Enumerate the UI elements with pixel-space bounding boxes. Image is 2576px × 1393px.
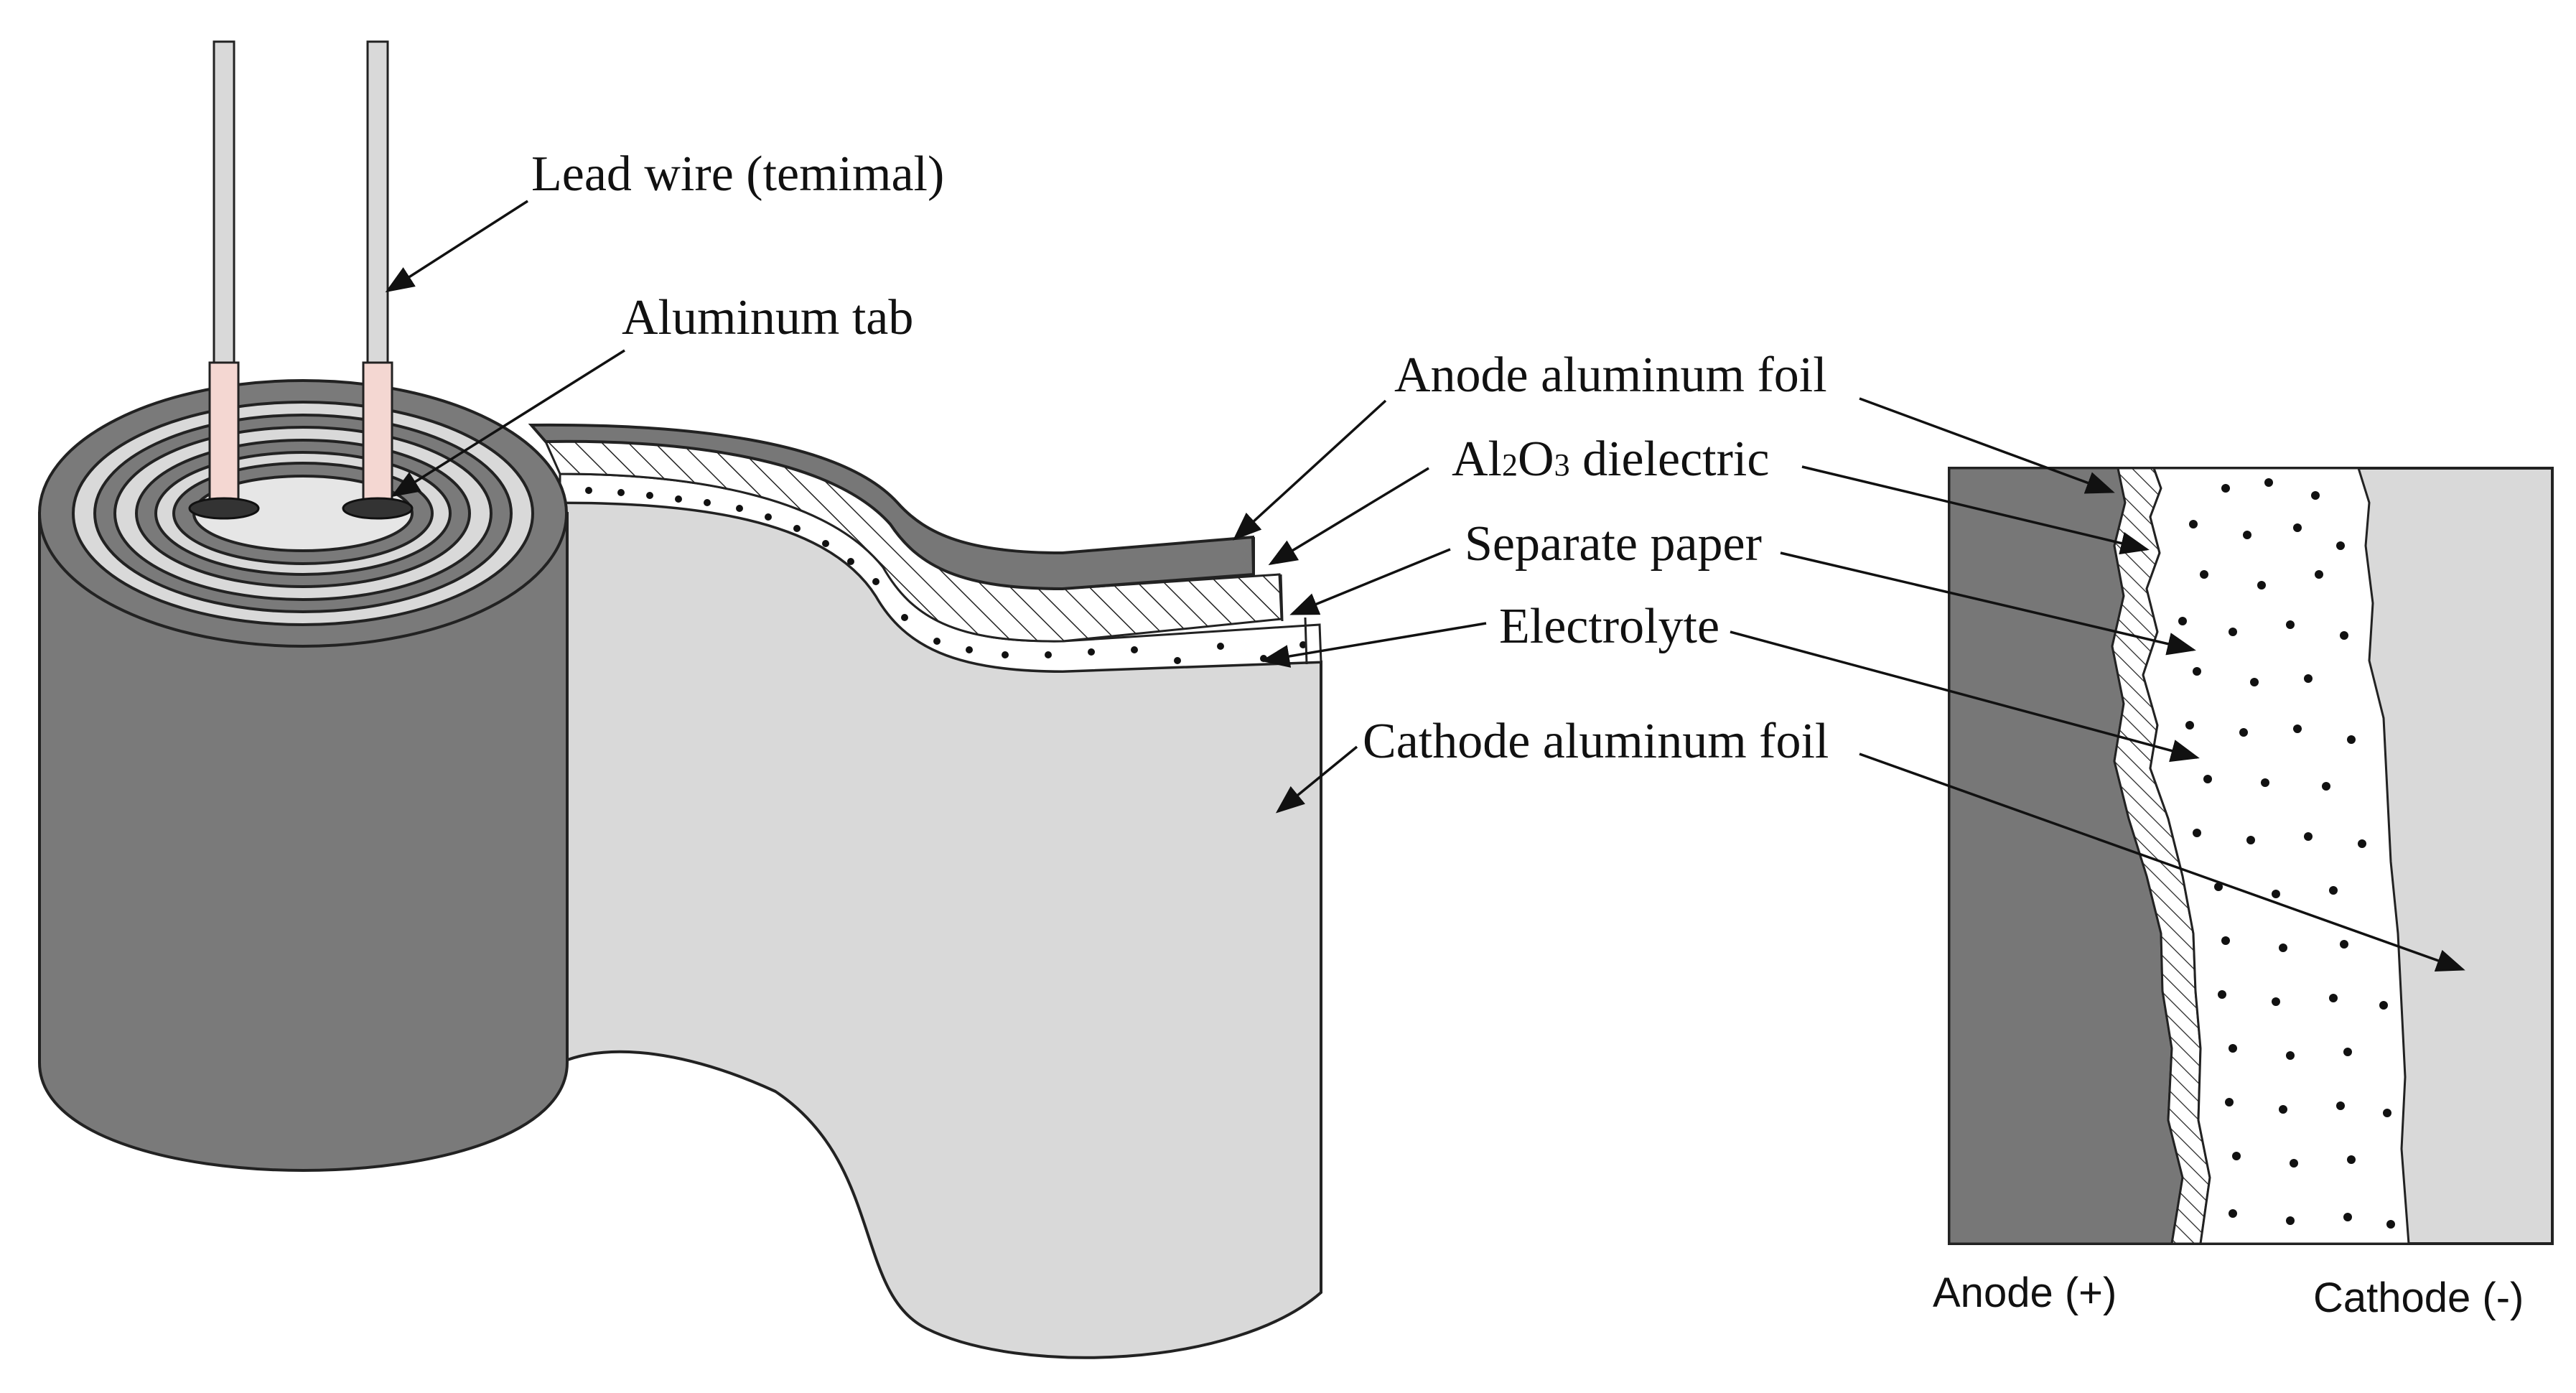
separate-paper-label: Separate paper (1465, 516, 1762, 572)
cylinder-body (38, 512, 569, 1172)
aluminum-tab-label: Aluminum tab (622, 290, 913, 345)
lead-wire-label: Lead wire (temimal) (531, 146, 944, 202)
dielectric-arrow-right (1801, 465, 2150, 555)
anode-foil-arrow-right (1859, 397, 2115, 494)
leader-arrows (385, 200, 2465, 972)
cathode-foil-label: Cathode aluminum foil (1363, 714, 1829, 769)
cross-section-panel (1948, 467, 2554, 1245)
electrolyte-label: Electrolyte (1499, 599, 1719, 654)
anode-pole-label: Anode (+) (1933, 1269, 2117, 1316)
cathode-foil-arrow-right (1859, 753, 2465, 972)
cathode-pole-label: Cathode (-) (2313, 1275, 2524, 1321)
separate-paper-arrow-right (1780, 551, 2196, 656)
cathode-foil-arrow-left (1275, 745, 1358, 814)
lead-wires (188, 40, 414, 520)
aluminum-tab-arrow (391, 349, 625, 498)
electrolyte-arrow-left (1261, 622, 1487, 668)
separate-paper-arrow-left (1289, 548, 1451, 615)
anode-foil-label: Anode aluminum foil (1394, 348, 1827, 403)
dielectric-arrow-left (1268, 467, 1429, 566)
lead-wire-arrow (385, 200, 528, 293)
electrolyte-particles (2178, 478, 2395, 1229)
dielectric-label: Al2O3 dielectric (1452, 432, 1769, 487)
wound-cylinder (38, 379, 569, 1172)
labels: Lead wire (temimal) Aluminum tab Anode a… (531, 146, 2524, 1321)
anode-foil-arrow-left (1233, 399, 1387, 541)
unrolled-foil-strip (528, 423, 1322, 1359)
electrolyte-arrow-right (1730, 630, 2200, 763)
